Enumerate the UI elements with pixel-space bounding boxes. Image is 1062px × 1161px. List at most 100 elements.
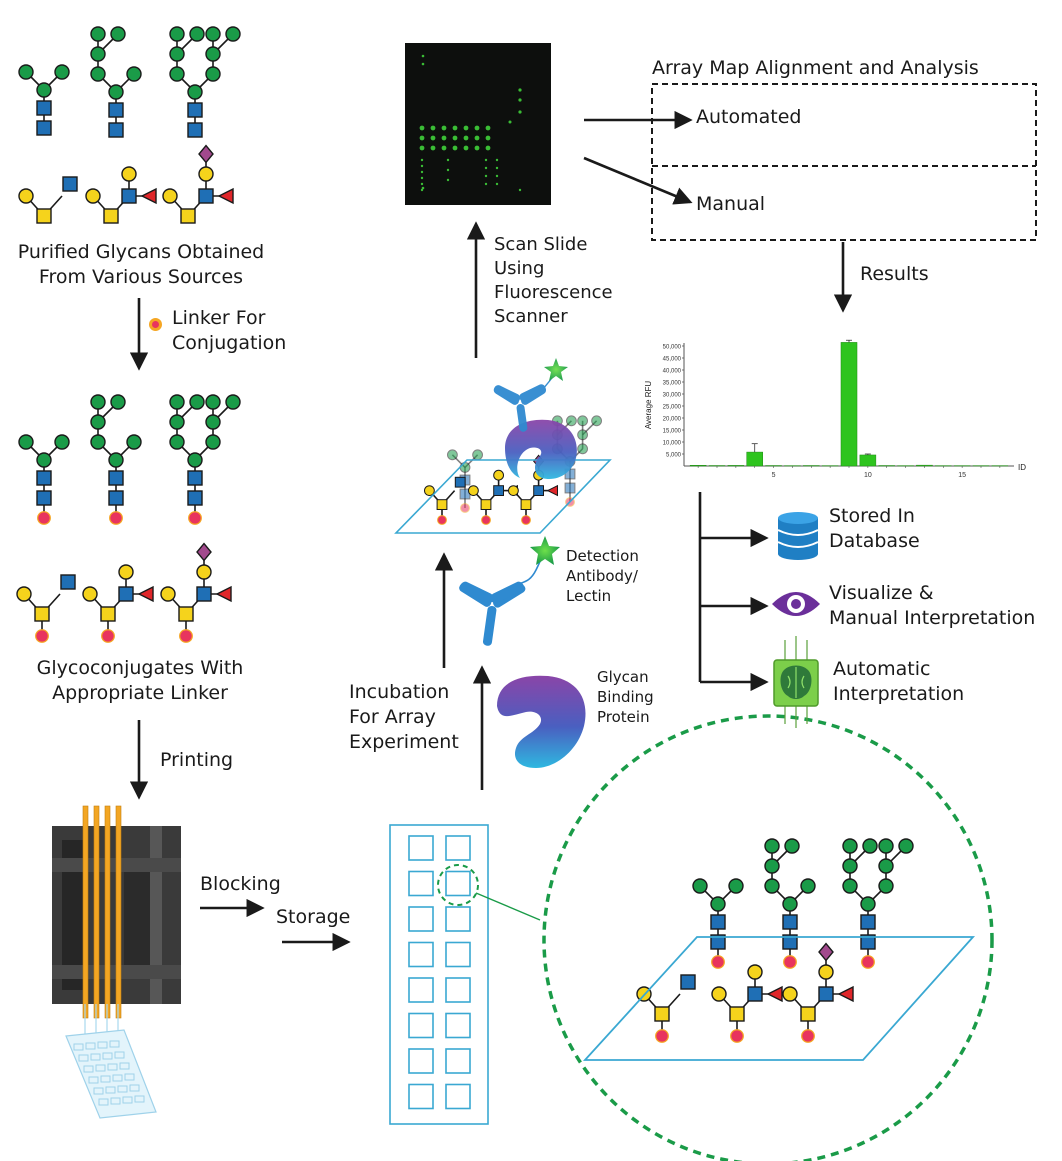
chart-bar	[859, 454, 877, 467]
mannose-icon	[764, 878, 780, 894]
glcnac-icon	[782, 934, 798, 950]
chart-bar	[689, 465, 707, 467]
array-slide	[389, 824, 489, 1125]
mannose-icon	[800, 878, 816, 894]
n-glycan	[18, 64, 70, 136]
array-well	[408, 1012, 434, 1039]
array-well	[408, 941, 434, 968]
galnac-icon	[103, 208, 119, 224]
n-glycan	[169, 394, 241, 525]
glcnac-icon	[36, 470, 52, 486]
mannose-icon	[110, 394, 126, 410]
array-well	[408, 977, 434, 1003]
array-well	[408, 870, 434, 897]
mannose-icon	[764, 838, 780, 854]
o-glycan	[162, 144, 234, 224]
mannose-icon	[169, 66, 185, 82]
linker-dot-icon	[861, 955, 875, 969]
array-well	[445, 941, 471, 968]
mannose-icon	[710, 896, 726, 912]
chart-ytick-label: 25,000	[663, 405, 682, 411]
n-glycan	[90, 26, 142, 138]
galactose-icon	[162, 188, 178, 204]
mannose-icon	[225, 394, 241, 410]
mannose-icon	[18, 434, 34, 450]
glcnac-icon	[860, 914, 876, 930]
glcnac-icon	[533, 485, 545, 497]
database-icon	[777, 512, 819, 560]
fucose-icon	[837, 985, 854, 1003]
detection-antibody-icon	[459, 536, 560, 646]
brain-chip-icon	[773, 636, 819, 728]
galnac-icon	[520, 499, 532, 511]
linker-dot-icon	[460, 503, 470, 513]
glcnac-icon	[782, 914, 798, 930]
mannose-icon	[205, 26, 221, 42]
glcnac-icon	[710, 914, 726, 930]
chart-ytick-label: 40,000	[663, 369, 682, 375]
printer-head	[52, 805, 181, 1119]
scanned-slide-image	[405, 43, 551, 205]
n-glycan	[169, 26, 241, 138]
galactose-icon	[468, 485, 479, 497]
glycan-structures	[16, 26, 914, 1043]
glcnac-icon	[121, 188, 137, 204]
zoom-plate	[582, 936, 976, 1061]
mannose-icon	[205, 434, 221, 450]
mannose-icon	[692, 878, 708, 894]
mannose-icon	[862, 838, 878, 854]
galnac-icon	[34, 606, 50, 622]
galnac-icon	[800, 1006, 816, 1022]
chart-ytick-label: 5,000	[666, 453, 682, 459]
glcnac-icon	[818, 986, 834, 1002]
chart-ytick-label: 50,000	[663, 345, 682, 351]
mannose-icon	[90, 46, 106, 62]
glcnac-icon	[187, 470, 203, 486]
glcnac-icon	[108, 102, 124, 118]
manual-label: Manual	[696, 193, 766, 215]
array-well	[445, 977, 471, 1003]
mannose-icon	[472, 449, 484, 461]
glcnac-icon	[198, 188, 214, 204]
zoom-connector	[475, 892, 541, 921]
galactose-icon	[121, 166, 137, 182]
analysis-boxes	[651, 83, 1037, 241]
n-glycan	[18, 434, 70, 525]
linker-dot-icon	[521, 515, 531, 525]
mannose-icon	[36, 452, 52, 468]
mannose-icon	[169, 46, 185, 62]
glcnac-icon	[493, 485, 505, 497]
bound-antibody-icon	[493, 358, 568, 432]
mannose-icon	[566, 415, 577, 427]
o-glycan	[636, 974, 696, 1043]
linker-dot-icon	[730, 1029, 744, 1043]
linker-dot-icon	[109, 511, 123, 525]
glcnac-icon	[108, 470, 124, 486]
glcnac-icon	[36, 120, 52, 136]
galactose-icon	[16, 586, 32, 602]
mannose-icon	[225, 26, 241, 42]
glycan-binding-protein-icon	[497, 675, 586, 768]
chart-bar	[840, 342, 858, 467]
mannose-icon	[169, 394, 185, 410]
linker-dot-icon	[783, 955, 797, 969]
mannose-icon	[90, 66, 106, 82]
chart-bar	[727, 465, 745, 467]
sialic-acid-icon	[198, 144, 214, 164]
mannose-icon	[108, 452, 124, 468]
chart-xlabel: ID	[1018, 463, 1026, 472]
chart-ytick-label: 30,000	[663, 393, 682, 399]
galactose-icon	[85, 188, 101, 204]
storage-label: Storage	[276, 906, 351, 928]
galactose-icon	[508, 485, 519, 497]
array-well	[408, 1048, 434, 1074]
mannose-icon	[54, 434, 70, 450]
mannose-icon	[842, 838, 858, 854]
results-bar-chart: 5,00010,00015,00020,00025,00030,00035,00…	[644, 339, 1026, 479]
chart-ytick-label: 20,000	[663, 417, 682, 423]
